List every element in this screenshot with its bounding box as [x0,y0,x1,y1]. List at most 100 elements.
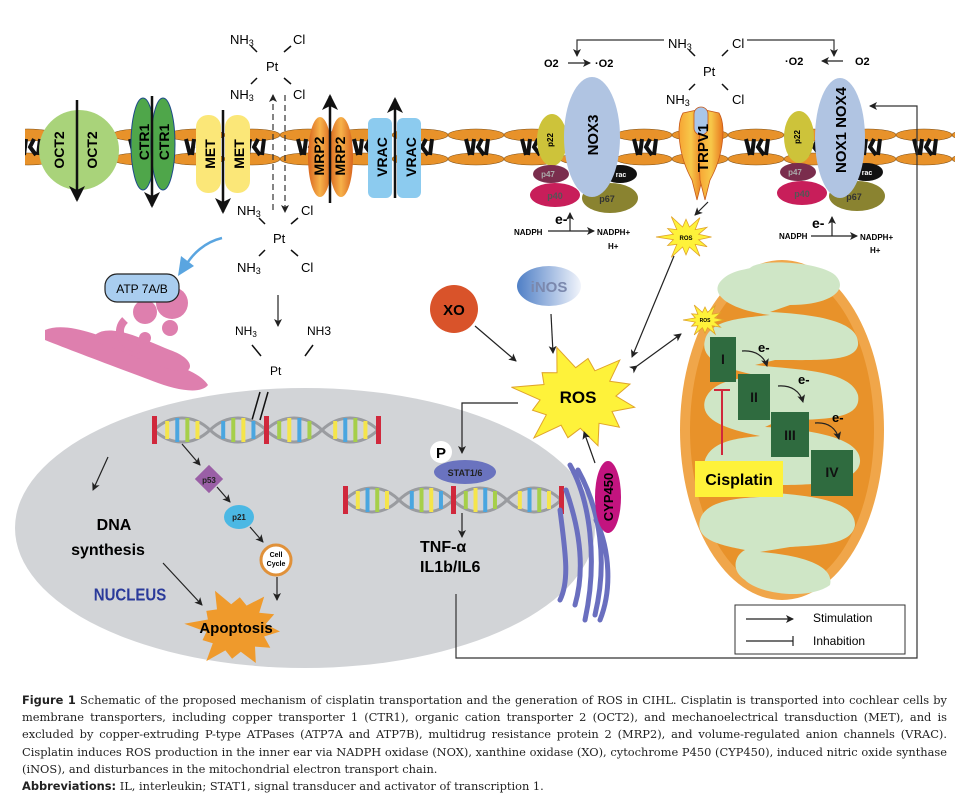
nox3-label: NOX3 [585,115,602,156]
dna-base-pair [473,488,478,512]
stat-label: STAT1/6 [448,468,483,478]
h-plus-label: H+ [608,242,619,251]
figure-caption-text: Schematic of the proposed mechanism of c… [22,693,947,776]
cl-text: Cl [293,32,305,47]
cisplatin-to-nox3-arrow [573,39,664,57]
cl-text: Cl [732,92,744,107]
inos-node: iNOS [517,266,581,306]
dna-base-pair [165,421,170,439]
nox3-complex: O2 ·O2 p22 p47 p40 p67 rac NOX3 e- NADPH… [514,58,638,251]
nh3-text: NH3 [237,260,261,276]
met-channel: MET MET [196,110,250,214]
cisplatin-molecule-trpv1: NH3 Cl Pt NH3 Cl [666,36,744,108]
etc-complex-ii: II [738,374,770,420]
dna-base-pair [365,488,370,512]
dna-base-pair [251,421,256,439]
trpv1-label: TRPV1 [695,124,712,172]
nh3-text: NH3 [666,92,690,108]
rac-label: rac [616,172,627,179]
figure-label: Figure 1 [22,693,76,707]
nh3-text: NH3 [307,324,331,338]
dna-marker [343,486,348,514]
rac-label: rac [862,170,873,177]
nh3-text: NH3 [235,324,257,339]
dna-base-pair [419,488,424,512]
nadph-plus-label: NADPH+ [860,233,893,242]
o2-label: O2 [544,58,559,70]
electron-transfers: e- e- e- [741,340,844,440]
dna-base-pair [343,418,348,442]
electron-label: e- [832,410,844,425]
efflux-arrowhead [178,256,194,276]
vrac-label-right: VRAC [403,137,419,177]
dna-base-pair [409,491,414,509]
p47-label: p47 [541,170,555,179]
met-label-right: MET [231,139,247,169]
nox14-complex: ·O2 O2 p22 p47 p40 p67 rac NOX1 NOX4 e- … [777,56,893,255]
nox14-label: NOX1 NOX4 [833,86,850,173]
trpv1-channel: TRPV1 [678,106,724,201]
ctr1-transporter: CTR1 CTR1 [130,96,176,208]
ros-small-label: ROS [679,236,692,242]
dna-helix [152,416,381,444]
p21-node: p21 [224,505,254,529]
electron-label: e- [758,340,770,355]
cl-text: Cl [293,87,305,102]
dna-base-pair [463,491,468,509]
electron-label: e- [555,211,568,227]
dna-base-pair [297,418,302,442]
h-plus-label: H+ [870,246,881,255]
legend-inhibition-label: Inhabition [813,634,865,648]
cl-text: Cl [732,36,744,51]
dna-base-pair [353,418,358,442]
legend: Stimulation Inhabition [734,604,906,655]
met-label-left: MET [202,139,218,169]
cyp450-er: CYP450 [557,461,621,623]
figure-schematic: OCT2 OCT2 CTR1 CTR1 MET MET MRP2 MRP2 VR… [15,32,955,668]
ros-to-stat-arrow [458,402,518,454]
dna-base-pair [307,421,312,439]
inos-label: iNOS [531,279,568,296]
mito-ros-bidirectional-arrow [628,333,682,374]
dna-base-pair [231,418,236,442]
atp7ab-label: ATP 7A/B [116,282,168,296]
dna-base-pair [277,421,282,439]
p47-label: p47 [788,168,802,177]
mrp2-transporter: MRP2 MRP2 [308,94,353,203]
etc-complex-iv: IV [811,450,853,496]
p67-label: p67 [599,194,615,204]
cisplatin-inhibition: Cisplatin [695,389,783,497]
nadph-label: NADPH [779,232,808,241]
nucleus-label: NUCLEUS [94,585,167,604]
figure-caption: Figure 1 Schematic of the proposed mecha… [22,692,947,795]
dna-base-pair [185,418,190,442]
dna-marker [264,416,269,444]
oct2-transporter: OCT2 OCT2 [39,100,119,202]
tnf-label: TNF-α [420,539,466,556]
nadph-label: NADPH [514,228,543,237]
dna-base-pair [384,491,389,509]
p40-label: p40 [794,189,810,199]
pt-text: Pt [270,364,282,378]
apoptosis-burst: Apoptosis [184,590,280,663]
complex-label: III [784,427,796,443]
complex-label: IV [825,464,839,480]
phospho-label: P [436,445,446,462]
p53-label: p53 [202,476,216,485]
dna-base-pair [537,488,542,512]
complex-label: I [721,351,725,367]
dna-marker [451,486,456,514]
cisplatin-label: Cisplatin [705,472,773,489]
oct2-label-right: OCT2 [84,131,100,169]
oct2-label-left: OCT2 [51,131,67,169]
atp7ab-golgi: ATP 7A/B [45,273,208,391]
abbreviations-text: IL, interleukin; STAT1, signal transduce… [119,779,544,794]
etc-complex-iii: III [771,412,809,457]
xo-node: XO [430,285,478,333]
dna-marker [152,416,157,444]
ros-label: ROS [560,388,597,407]
ros-small-mito: ROS [682,304,724,336]
dna-base-pair [429,488,434,512]
dna-base-pair [546,491,551,509]
cyp450-label: CYP450 [601,473,616,521]
